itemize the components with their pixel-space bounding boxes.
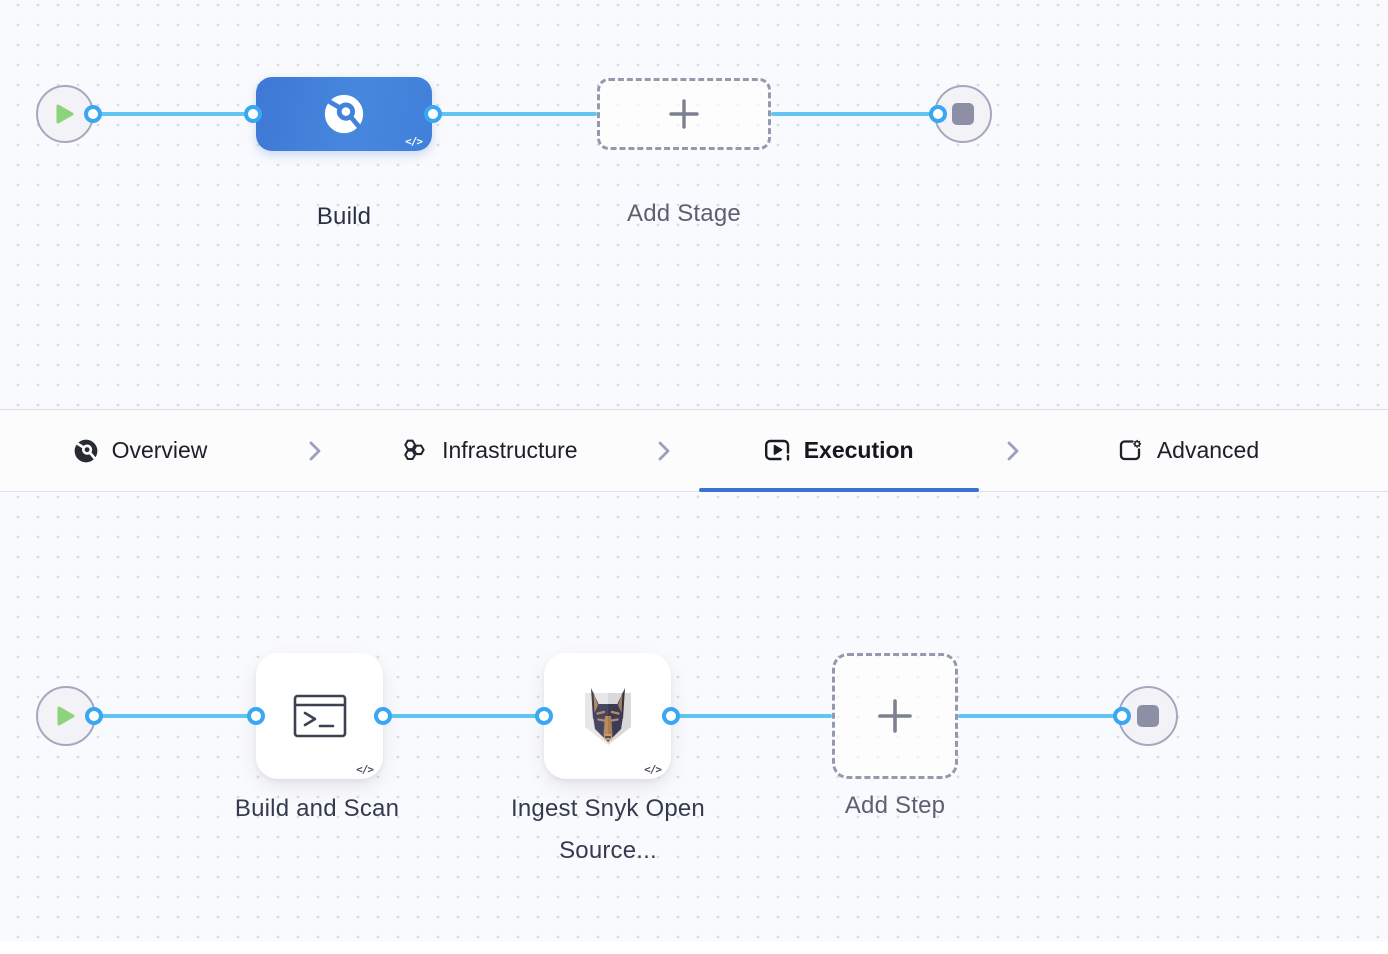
connector-port[interactable] [424, 105, 442, 123]
step-edge [958, 714, 1122, 718]
step-node-snyk[interactable]: </> [544, 653, 671, 779]
stage-edge [771, 112, 938, 116]
play-icon [55, 103, 75, 125]
connector-port[interactable] [85, 707, 103, 725]
stage-label-build[interactable]: Build [316, 203, 372, 230]
chevron-right-icon [303, 438, 327, 464]
plus-icon [873, 694, 917, 738]
tab-execution[interactable]: Execution [698, 410, 979, 492]
tab-separator [979, 410, 1048, 491]
terminal-icon [292, 692, 348, 740]
snyk-doberman-icon [577, 683, 639, 749]
chevron-right-icon [652, 438, 676, 464]
play-icon [56, 705, 76, 727]
tab-overview[interactable]: Overview [0, 410, 280, 491]
connector-port[interactable] [84, 105, 102, 123]
stop-icon [952, 103, 974, 125]
connector-port[interactable] [535, 707, 553, 725]
ci-overview-icon [73, 438, 99, 464]
execution-start-node[interactable] [36, 686, 96, 746]
stage-tabbar: Overview Infrastructure [0, 409, 1388, 492]
add-stage-button[interactable] [597, 78, 771, 150]
yaml-code-badge: </> [644, 763, 662, 776]
execution-step-canvas[interactable]: </> [0, 492, 1388, 942]
execution-icon [764, 438, 791, 463]
step-node-build-and-scan[interactable]: </> [256, 653, 383, 779]
tab-separator [629, 410, 698, 491]
connector-port[interactable] [1113, 707, 1131, 725]
tab-infrastructure[interactable]: Infrastructure [349, 410, 629, 491]
canvas-bottom-edge [0, 942, 1388, 954]
tab-advanced-label: Advanced [1156, 437, 1260, 463]
step-edge [383, 714, 544, 718]
tab-separator [280, 410, 349, 491]
ci-build-icon [321, 91, 367, 137]
step-label-build-and-scan[interactable]: Build and Scan [234, 795, 400, 822]
connector-port[interactable] [247, 707, 265, 725]
tab-execution-label: Execution [803, 437, 914, 463]
step-edge [671, 714, 832, 718]
stage-node-build[interactable]: </> [256, 77, 432, 151]
infrastructure-icon [401, 437, 429, 464]
yaml-code-badge: </> [356, 763, 374, 776]
stage-edge [93, 112, 253, 116]
tab-infrastructure-label: Infrastructure [442, 437, 578, 463]
plus-icon [665, 95, 703, 133]
yaml-code-badge: </> [405, 135, 423, 148]
stage-edge [433, 112, 597, 116]
connector-port[interactable] [244, 105, 262, 123]
connector-port[interactable] [374, 707, 392, 725]
add-step-button[interactable] [832, 653, 958, 779]
connector-port[interactable] [929, 105, 947, 123]
connector-port[interactable] [662, 707, 680, 725]
chevron-right-icon [1001, 438, 1025, 464]
step-edge [94, 714, 256, 718]
tab-overview-label: Overview [111, 437, 208, 463]
add-stage-label[interactable]: Add Stage [627, 200, 741, 227]
stop-icon [1137, 705, 1159, 727]
step-label-snyk[interactable]: Ingest Snyk Open Source... [511, 795, 705, 864]
add-step-label[interactable]: Add Step [844, 792, 946, 819]
tab-advanced[interactable]: Advanced [1048, 410, 1328, 491]
advanced-icon [1117, 437, 1144, 464]
stage-canvas[interactable]: </> Build Add Stage [0, 0, 1388, 409]
